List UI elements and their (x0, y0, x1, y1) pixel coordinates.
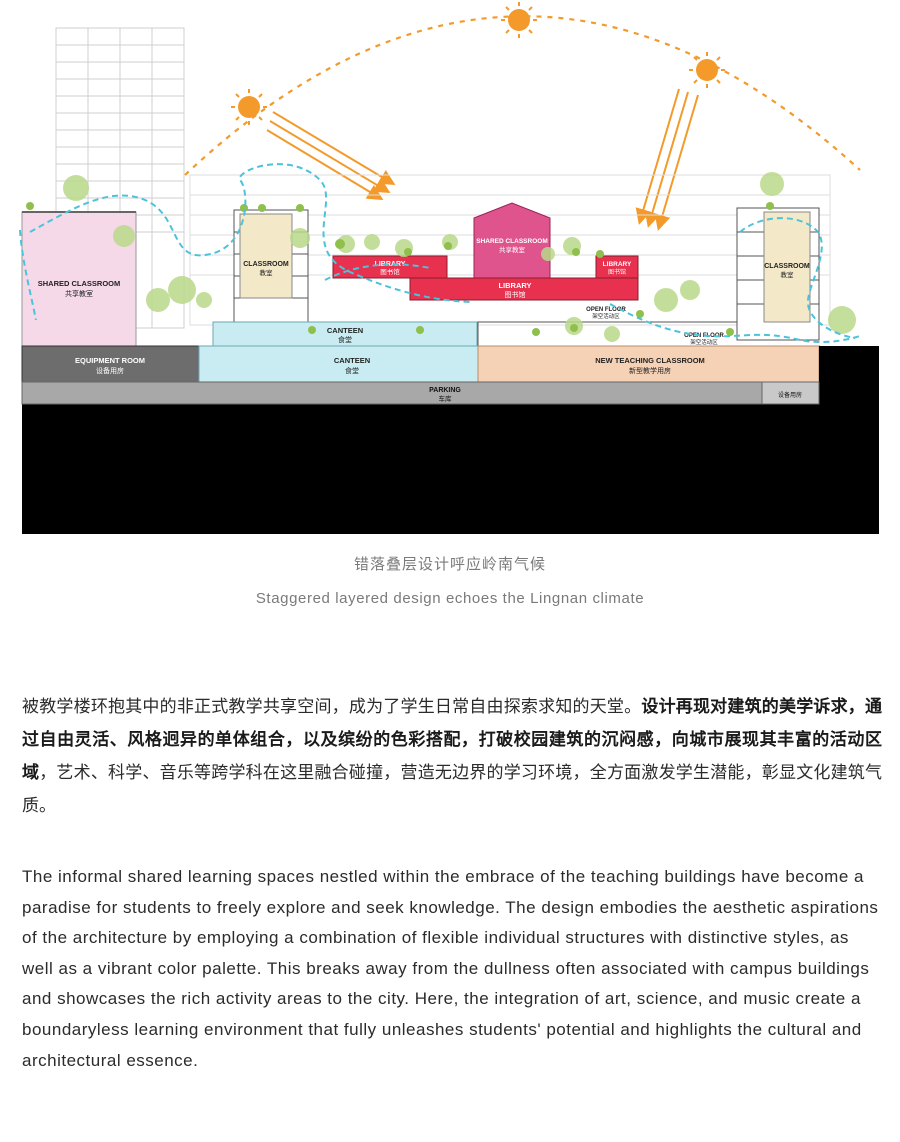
equipment-small-block (761, 381, 820, 405)
library-left-label-cn: 图书馆 (380, 267, 400, 276)
tree-icon (26, 202, 774, 336)
sunlight-arrows-left (266, 111, 396, 201)
equipment-room-label: EQUIPMENT ROOM (75, 356, 145, 365)
open-floor-right-label-cn: 架空活动区 (690, 338, 718, 346)
library-right-label: LIBRARY (603, 261, 632, 268)
paragraph-cn-text-1: 被教学楼环抱其中的非正式教学共享空间，成为了学生日常自由探索求知的天堂。 (22, 697, 642, 716)
canteen-lower-block (198, 345, 479, 383)
shared-classroom-top-label-cn: 共享教室 (499, 245, 526, 254)
shared-classroom-left-label-cn: 共享教室 (65, 289, 93, 298)
canteen-lower-label-cn: 食堂 (345, 366, 359, 375)
canteen-upper-label: CANTEEN (327, 326, 363, 335)
sunlight-arrows-right (635, 88, 699, 231)
body-paragraph-chinese: 被教学楼环抱其中的非正式教学共享空间，成为了学生日常自由探索求知的天堂。设计再现… (22, 690, 882, 822)
library-main-label-cn: 图书馆 (505, 290, 526, 299)
library-left-label: LIBRARY (375, 261, 406, 268)
paragraph-cn-bold-text: 设计再现对建筑的美学诉求，通过自由灵活、风格迥异的单体组合，以及缤纷的色彩搭配，… (22, 697, 883, 782)
classroom-right-label-cn: 教室 (781, 270, 795, 279)
caption-chinese: 错落叠层设计呼应岭南气候 (353, 556, 546, 573)
shared-classroom-top-label: SHARED CLASSROOM (476, 238, 548, 245)
parking-label-cn: 车库 (439, 394, 453, 403)
caption-english: Staggered layered design echoes the Ling… (255, 590, 645, 607)
classroom-left-label-cn: 教室 (260, 268, 274, 277)
paragraph-cn-text-2: ，艺术、科学、音乐等跨学科在这里融合碰撞，营造无边界的学习环境，全方面激发学生潜… (22, 763, 883, 815)
canteen-upper-label-cn: 食堂 (338, 335, 352, 344)
library-main-block (409, 277, 639, 301)
library-main-label: LIBRARY (498, 281, 531, 290)
section-diagram-svg: SHARED CLASSROOM 共享教室 CLASSROOM 教室 CLASS… (19, 2, 879, 534)
equipment-room-block (21, 345, 200, 383)
classroom-right-label: CLASSROOM (764, 263, 810, 270)
sun-icon (689, 52, 725, 88)
open-floor-mid-label: OPEN FLOOR (586, 307, 626, 313)
body-paragraph-english: The informal shared learning spaces nest… (22, 867, 879, 1070)
sun-icon (231, 89, 267, 125)
equipment-room-label-cn: 设备用房 (96, 366, 124, 375)
sun-icon (501, 2, 537, 38)
library-left-block (332, 255, 448, 279)
airflow-lines (19, 163, 861, 344)
new-teaching-classroom-label-cn: 新型教学用房 (629, 366, 671, 375)
new-teaching-classroom-block (477, 345, 820, 383)
classroom-right-block (763, 211, 811, 323)
ground-mass-right (22, 346, 879, 534)
sun-path-arc (184, 15, 861, 176)
canteen-lower-label: CANTEEN (334, 356, 370, 365)
classroom-left-block (239, 213, 293, 299)
section-diagram: SHARED CLASSROOM 共享教室 CLASSROOM 教室 CLASS… (0, 0, 900, 540)
parking-label: PARKING (429, 387, 461, 394)
shared-classroom-left-label: SHARED CLASSROOM (38, 279, 121, 288)
equipment-small-label-cn: 设备用房 (778, 391, 802, 399)
parking-block (21, 381, 763, 405)
classroom-left-label: CLASSROOM (243, 261, 289, 268)
new-teaching-classroom-label: NEW TEACHING CLASSROOM (595, 356, 705, 365)
library-right-label-cn: 图书馆 (608, 268, 626, 276)
open-floor-mid-label-cn: 架空活动区 (592, 312, 620, 320)
